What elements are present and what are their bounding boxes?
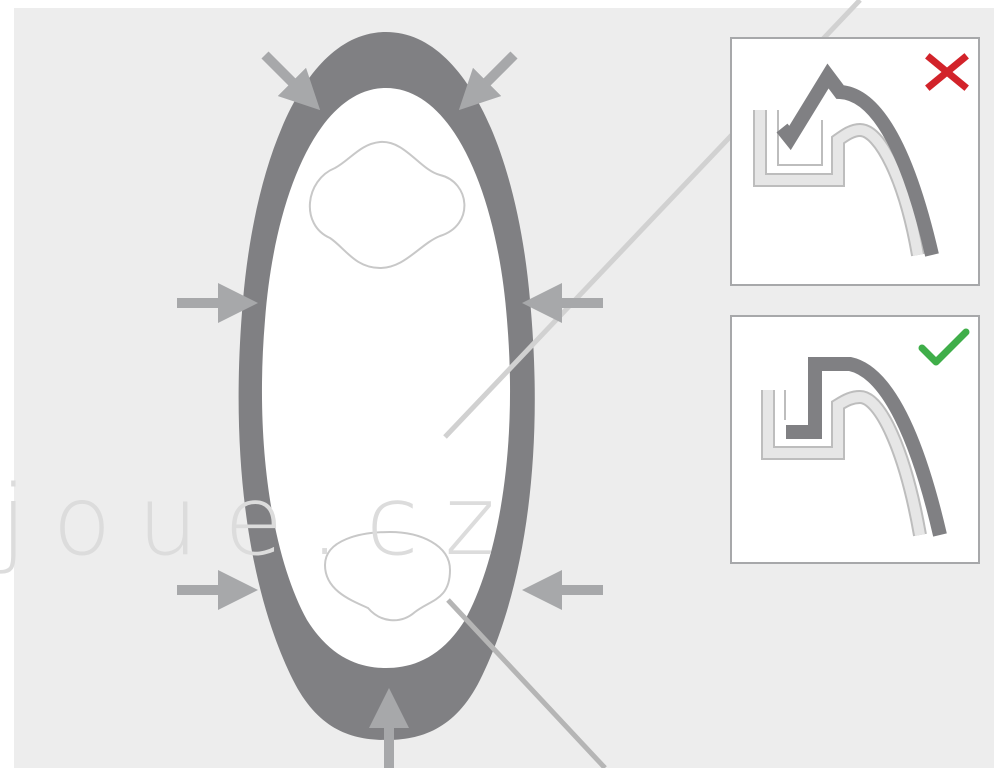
arrow-icon [261, 51, 321, 111]
pressure-arrows [177, 51, 603, 768]
detail-incorrect [730, 37, 980, 286]
pad-outline-bottom [323, 530, 452, 622]
detail-correct [730, 315, 980, 564]
pad-outline-top [308, 140, 466, 270]
diagonal-line-lower [446, 598, 607, 768]
inner-opening [261, 88, 511, 668]
check-icon [918, 328, 970, 366]
cross-icon [925, 53, 969, 91]
arrow-icon [458, 51, 518, 111]
watermark-text: joue.cz [0, 465, 521, 577]
